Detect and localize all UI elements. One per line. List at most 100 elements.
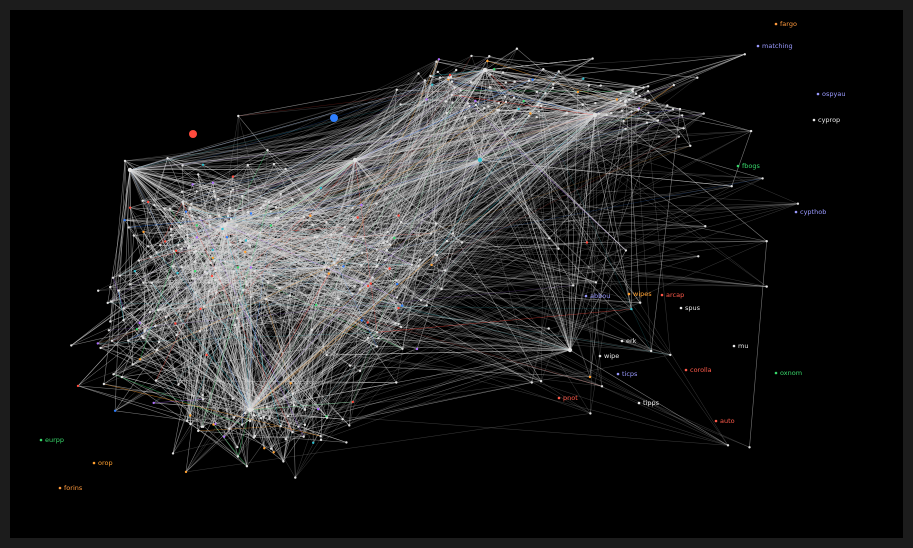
graph-node[interactable] xyxy=(128,283,132,286)
label-node-dot[interactable] xyxy=(732,344,736,348)
graph-node[interactable] xyxy=(587,84,591,87)
graph-node[interactable] xyxy=(232,270,235,273)
graph-node[interactable] xyxy=(229,243,232,246)
graph-node[interactable] xyxy=(127,226,130,229)
graph-node[interactable] xyxy=(696,76,699,79)
graph-node[interactable] xyxy=(624,249,628,252)
graph-node[interactable] xyxy=(154,379,158,382)
graph-node[interactable] xyxy=(437,58,441,61)
graph-node[interactable] xyxy=(445,111,448,115)
graph-node[interactable] xyxy=(726,444,730,447)
graph-node[interactable] xyxy=(375,248,378,251)
graph-node[interactable] xyxy=(400,304,404,307)
graph-node[interactable] xyxy=(247,407,253,413)
graph-node[interactable] xyxy=(375,202,378,205)
graph-node[interactable] xyxy=(191,183,194,186)
graph-node[interactable] xyxy=(245,283,248,286)
graph-node[interactable] xyxy=(594,102,597,105)
label-node-dot[interactable] xyxy=(598,354,602,358)
graph-node[interactable] xyxy=(131,363,134,366)
graph-node[interactable] xyxy=(245,465,249,468)
graph-node[interactable] xyxy=(366,284,370,288)
graph-node[interactable] xyxy=(600,385,604,388)
graph-node[interactable] xyxy=(229,218,233,221)
graph-node[interactable] xyxy=(234,323,237,327)
graph-node[interactable] xyxy=(530,381,533,384)
graph-node[interactable] xyxy=(166,157,169,160)
graph-node[interactable] xyxy=(269,210,272,213)
graph-node[interactable] xyxy=(430,232,433,235)
graph-node[interactable] xyxy=(279,424,282,428)
graph-node[interactable] xyxy=(459,94,462,97)
graph-node[interactable] xyxy=(585,241,589,244)
graph-node[interactable] xyxy=(342,258,346,261)
graph-node[interactable] xyxy=(246,210,250,214)
graph-node[interactable] xyxy=(389,243,392,246)
graph-node[interactable] xyxy=(146,200,150,204)
graph-node[interactable] xyxy=(238,239,242,242)
graph-node[interactable] xyxy=(325,353,328,357)
graph-node[interactable] xyxy=(175,333,178,337)
graph-node[interactable] xyxy=(272,451,275,454)
graph-node[interactable] xyxy=(487,105,490,108)
graph-node[interactable] xyxy=(191,277,194,280)
graph-node[interactable] xyxy=(440,288,443,291)
graph-node[interactable] xyxy=(397,306,400,310)
graph-node[interactable] xyxy=(110,300,113,303)
graph-node[interactable] xyxy=(189,422,192,426)
graph-node[interactable] xyxy=(184,241,187,244)
graph-node[interactable] xyxy=(220,225,223,229)
graph-node[interactable] xyxy=(399,220,403,224)
graph-node[interactable] xyxy=(155,251,158,254)
graph-node[interactable] xyxy=(111,276,115,279)
graph-node[interactable] xyxy=(375,345,379,348)
graph-node[interactable] xyxy=(274,216,277,220)
label-node-dot[interactable] xyxy=(774,22,778,26)
graph-node[interactable] xyxy=(249,419,252,423)
label-node-dot[interactable] xyxy=(39,438,43,442)
graph-node[interactable] xyxy=(128,206,132,209)
graph-node[interactable] xyxy=(203,270,206,274)
graph-node[interactable] xyxy=(272,274,276,277)
graph-node[interactable] xyxy=(297,425,300,428)
graph-node[interactable] xyxy=(123,218,126,222)
graph-node[interactable] xyxy=(263,447,266,450)
graph-node[interactable] xyxy=(169,234,173,237)
graph-node[interactable] xyxy=(218,282,221,285)
graph-node[interactable] xyxy=(234,209,237,212)
graph-node[interactable] xyxy=(174,249,178,252)
label-node-dot[interactable] xyxy=(616,372,620,376)
graph-node[interactable] xyxy=(671,108,675,111)
graph-node[interactable] xyxy=(410,263,414,266)
graph-node[interactable] xyxy=(448,73,452,77)
graph-node[interactable] xyxy=(385,249,388,252)
graph-node[interactable] xyxy=(672,83,675,87)
graph-node[interactable] xyxy=(289,382,292,385)
graph-node[interactable] xyxy=(449,75,453,79)
graph-node[interactable] xyxy=(266,148,269,152)
graph-node[interactable] xyxy=(99,346,102,350)
graph-node[interactable] xyxy=(358,369,362,373)
graph-node[interactable] xyxy=(682,127,685,130)
graph-node[interactable] xyxy=(352,219,355,222)
graph-node[interactable] xyxy=(102,382,106,386)
graph-node[interactable] xyxy=(434,253,437,256)
graph-node[interactable] xyxy=(395,279,398,282)
graph-node[interactable] xyxy=(209,261,212,265)
graph-node[interactable] xyxy=(217,214,221,217)
graph-node[interactable] xyxy=(226,221,229,224)
graph-node[interactable] xyxy=(198,329,202,333)
graph-node[interactable] xyxy=(415,347,419,351)
graph-node[interactable] xyxy=(236,445,239,449)
graph-node[interactable] xyxy=(312,441,315,444)
graph-node[interactable] xyxy=(360,319,363,322)
graph-node[interactable] xyxy=(127,339,130,342)
graph-node[interactable] xyxy=(527,114,530,118)
graph-node[interactable] xyxy=(168,207,172,210)
graph-node[interactable] xyxy=(599,84,602,87)
graph-node[interactable] xyxy=(303,408,307,411)
graph-node[interactable] xyxy=(634,92,638,95)
graph-node[interactable] xyxy=(366,321,369,324)
graph-node[interactable] xyxy=(219,277,222,280)
graph-node[interactable] xyxy=(551,86,555,90)
